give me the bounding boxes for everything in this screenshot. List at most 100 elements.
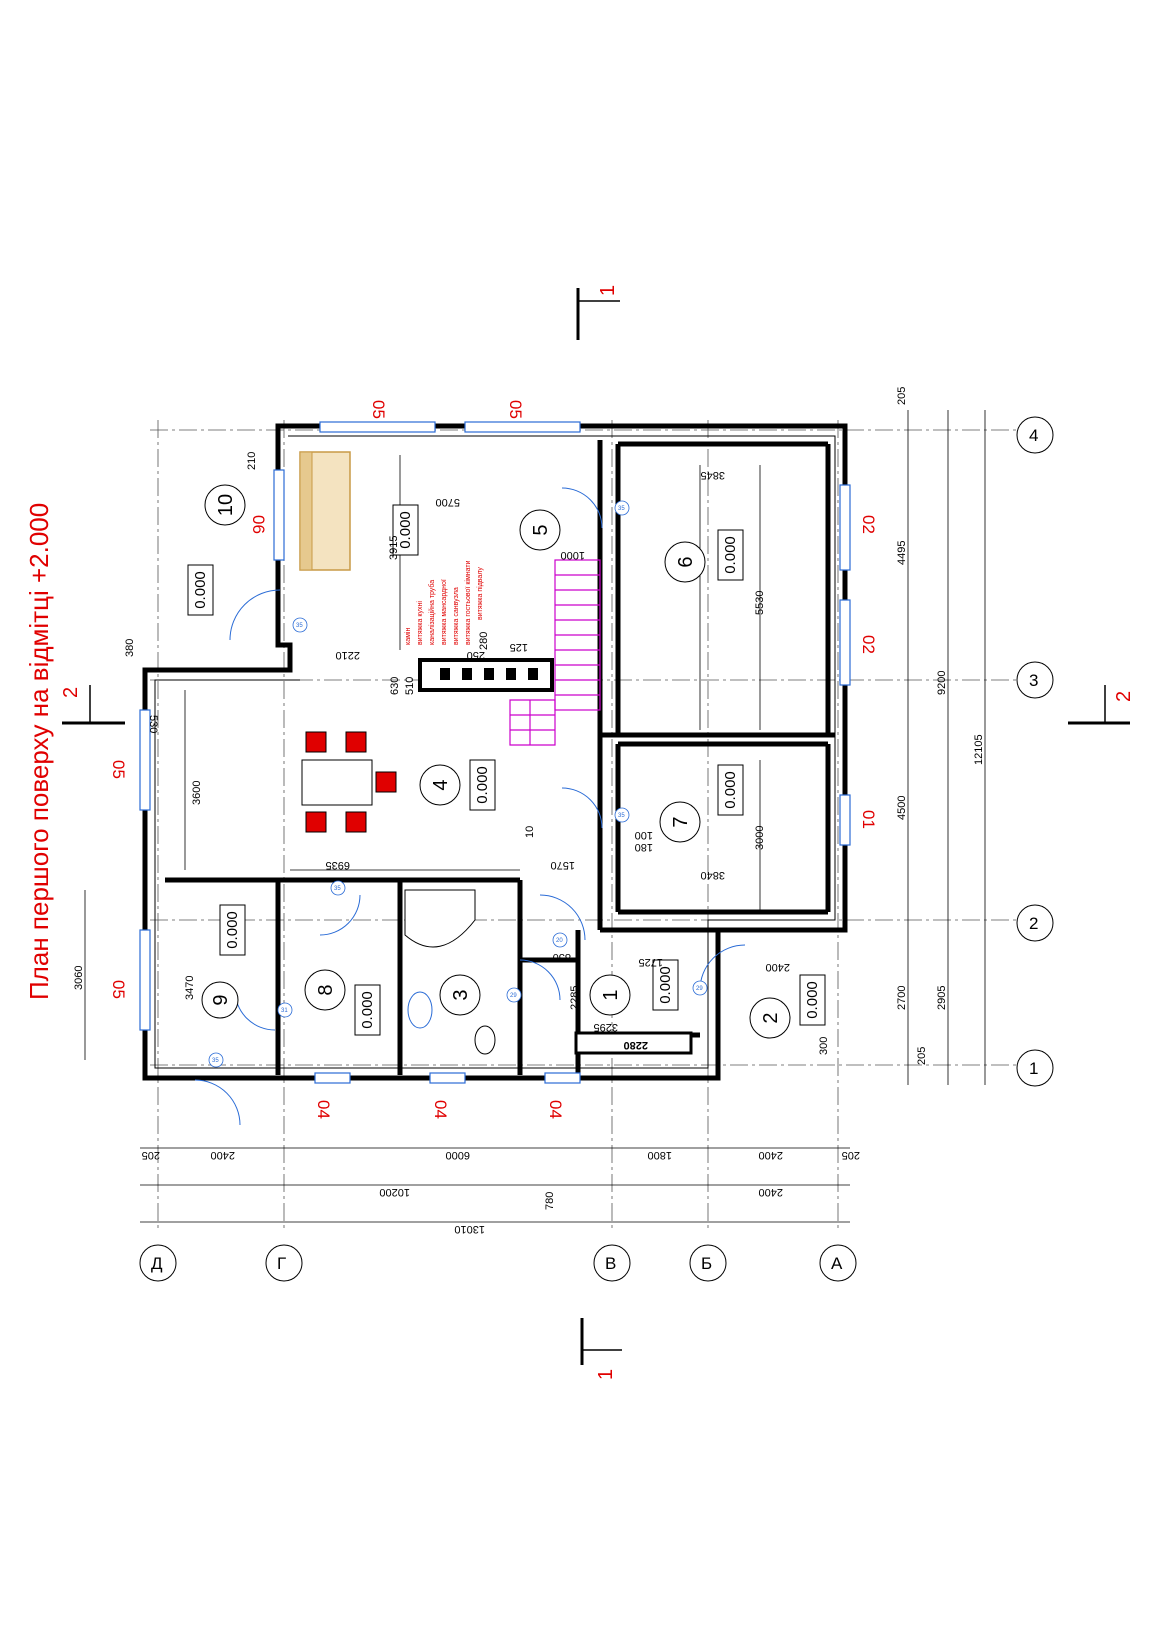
dims-bottom: 205 2400 6000 1800 2400 205 10200 2400 1… (142, 1149, 860, 1235)
dim-text: 280 (478, 632, 490, 650)
dim-text: 12105 (973, 734, 985, 765)
dim-text: 630 (389, 677, 401, 695)
door-tag: 35 (296, 623, 303, 629)
door-tag: 35 (212, 1058, 219, 1064)
door-tag: 20 (556, 938, 563, 944)
chair (375, 771, 397, 793)
room-level: 0.000 (657, 966, 674, 1004)
dim-text: 9200 (936, 671, 948, 695)
axis-markers: 4 3 2 1 Д Г В Б А (139, 416, 1054, 1282)
dim-text: 5700 (436, 496, 460, 508)
dim-text: 6000 (446, 1149, 470, 1161)
dim-text: 205 (842, 1149, 860, 1161)
window-mark: 01 (859, 810, 878, 829)
door-tag: 35 (618, 813, 625, 819)
room-number: 4 (430, 779, 452, 790)
chimney-note: каналізаційна труба (428, 580, 436, 645)
dim-text: 3840 (701, 869, 725, 881)
room-level: 0.000 (397, 511, 414, 549)
dim-text: 2400 (766, 961, 790, 973)
room-level: 0.000 (722, 536, 739, 574)
room-number: 7 (670, 816, 692, 827)
dim-text: 2700 (896, 986, 908, 1010)
dim-text: 2905 (936, 986, 948, 1010)
window-mark: 04 (431, 1100, 450, 1119)
room-number: 2 (760, 1012, 782, 1023)
dim-text: 2280 (624, 1039, 648, 1051)
dim-text: 10 (524, 826, 536, 838)
dim-text: 180 (635, 841, 653, 853)
dim-text: 205 (896, 387, 908, 405)
room-number: 1 (600, 989, 622, 1000)
chair (345, 731, 367, 753)
dim-text: 1725 (639, 956, 663, 968)
section-mark-2-left: 2 (60, 687, 82, 698)
chimney-note: витяжка мансардної (441, 579, 448, 645)
axis-letter: Г (277, 1254, 286, 1273)
section-mark-1-bottom: 1 (595, 1369, 617, 1380)
section-mark-1-top: 1 (597, 285, 619, 296)
room-number: 9 (210, 994, 232, 1005)
chimney-note: витяжка кухні (416, 601, 424, 645)
axis-number: 4 (1029, 426, 1038, 445)
dim-text: 250 (467, 649, 485, 661)
dim-text: 510 (404, 677, 416, 695)
room-level: 0.000 (474, 766, 491, 804)
dim-text: 3600 (191, 781, 203, 805)
room-level: 0.000 (722, 771, 739, 809)
chair (305, 731, 327, 753)
dim-text: 3000 (754, 826, 766, 850)
dim-text: 2400 (759, 1149, 783, 1161)
dim-text: 5530 (754, 591, 766, 615)
dim-text: 6935 (326, 859, 350, 871)
room-number: 8 (315, 984, 337, 995)
chimney-note: камін (404, 628, 412, 645)
window-mark: 04 (546, 1100, 565, 1119)
axis-number: 2 (1029, 914, 1038, 933)
window-marks: 05 05 02 02 01 05 05 04 04 04 06 (109, 400, 878, 1119)
room-number: 10 (215, 494, 237, 516)
window-mark: 05 (109, 760, 128, 779)
dim-text: 205 (916, 1047, 928, 1065)
chimney-note: витяжка підвалу (476, 567, 484, 620)
dim-text: 780 (544, 1192, 556, 1210)
dim-text: 3060 (73, 966, 85, 990)
room-number: 5 (530, 524, 552, 535)
axis-letter: Б (701, 1254, 712, 1273)
dim-text: 3845 (701, 469, 725, 481)
axis-letter: В (605, 1254, 616, 1273)
dim-text: 2400 (759, 1186, 783, 1198)
dim-text: 2285 (569, 986, 581, 1010)
chimney-note: витяжка гостьової кімнати (464, 560, 472, 645)
chair (345, 811, 367, 833)
stair (509, 559, 601, 746)
dim-text: 300 (818, 1037, 830, 1055)
dim-text: 4495 (896, 541, 908, 565)
door-tag: 35 (334, 886, 341, 892)
axis-letter: А (831, 1254, 843, 1273)
window-mark: 05 (369, 400, 388, 419)
furniture (299, 451, 693, 1055)
dim-text: 13010 (454, 1223, 485, 1235)
window-mark: 04 (314, 1100, 333, 1119)
dim-text: 3915 (388, 536, 400, 560)
axis-letter: Д (151, 1254, 163, 1273)
dim-text: 3470 (184, 976, 196, 1000)
section-marks: 1 1 2 2 (60, 285, 1135, 1380)
dims-right: 205 4495 9200 4500 12105 2700 2905 205 (896, 387, 985, 1065)
room-level: 0.000 (224, 911, 241, 949)
chair (305, 811, 327, 833)
window-mark: 06 (249, 515, 268, 534)
plan-title: План першого поверху на відмітці +2.000 (24, 503, 54, 1000)
window-mark: 05 (506, 400, 525, 419)
window-mark: 02 (859, 515, 878, 534)
dim-text: 2210 (336, 649, 360, 661)
dimension-lines (84, 410, 986, 1223)
room-level: 0.000 (359, 991, 376, 1029)
chimney-notes: камін витяжка кухні каналізаційна труба … (404, 560, 484, 645)
dim-text: 210 (246, 452, 258, 470)
axis-number: 1 (1029, 1059, 1038, 1078)
bathtub (404, 889, 476, 948)
window-mark: 05 (109, 980, 128, 999)
